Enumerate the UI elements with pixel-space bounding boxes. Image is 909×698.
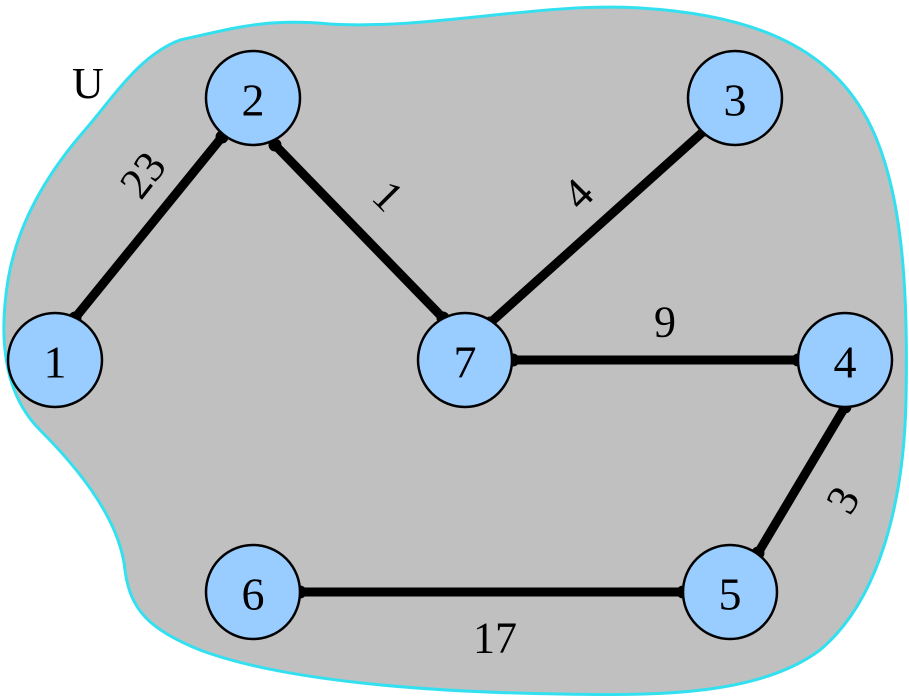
edge-4-5 bbox=[753, 402, 850, 558]
node-5: 5 bbox=[681, 543, 779, 641]
node-label: 6 bbox=[242, 569, 265, 620]
node-label: 7 bbox=[454, 337, 477, 388]
edge-1-2 bbox=[70, 132, 227, 323]
node-circle bbox=[796, 311, 894, 409]
node-label: 2 bbox=[242, 75, 265, 126]
node-2: 2 bbox=[204, 49, 302, 147]
node-4: 4 bbox=[796, 311, 894, 409]
node-label: 4 bbox=[834, 337, 857, 388]
node-circle bbox=[681, 543, 779, 641]
set-label: U bbox=[72, 59, 104, 108]
node-6: 6 bbox=[204, 543, 302, 641]
node-7: 7 bbox=[416, 311, 514, 409]
node-3: 3 bbox=[686, 49, 784, 147]
edge-2-7 bbox=[270, 140, 448, 323]
edge-weight-7-4: 9 bbox=[654, 298, 676, 347]
node-circle bbox=[204, 543, 302, 641]
edge-7-3 bbox=[485, 125, 710, 328]
edge-weight-6-5: 17 bbox=[473, 614, 517, 663]
node-label: 5 bbox=[719, 569, 742, 620]
node-circle bbox=[686, 49, 784, 147]
node-circle bbox=[416, 311, 514, 409]
node-label: 3 bbox=[724, 75, 747, 126]
node-circle bbox=[204, 49, 302, 147]
node-circle bbox=[6, 311, 104, 409]
node-1: 1 bbox=[6, 311, 104, 409]
node-label: 1 bbox=[44, 337, 67, 388]
